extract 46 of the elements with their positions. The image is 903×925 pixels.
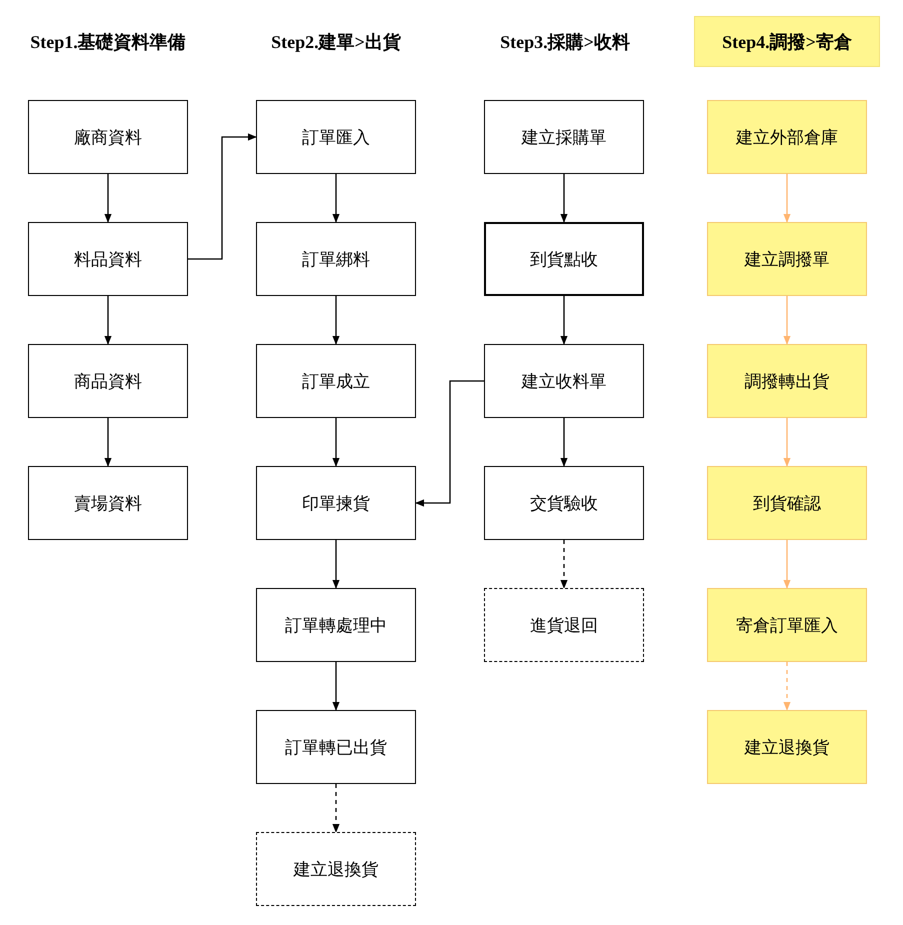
process-box: 賣場資料 (28, 466, 188, 540)
process-box: 訂單匯入 (256, 100, 416, 174)
process-box: 訂單成立 (256, 344, 416, 418)
arrow (188, 133, 257, 260)
column-heading: Step1.基礎資料準備 (30, 31, 186, 54)
arrow (415, 380, 484, 507)
arrow (332, 784, 340, 833)
process-box: 調撥轉出貨 (707, 344, 867, 418)
process-box: 進貨退回 (484, 588, 644, 662)
process-box: 寄倉訂單匯入 (707, 588, 867, 662)
arrow (560, 296, 568, 345)
arrow (783, 296, 791, 345)
process-box: 建立退換貨 (256, 832, 416, 906)
arrow (104, 418, 112, 467)
arrow (332, 662, 340, 711)
process-box: 到貨點收 (484, 222, 644, 296)
process-box: 建立調撥單 (707, 222, 867, 296)
process-box: 建立採購單 (484, 100, 644, 174)
arrow (783, 662, 791, 711)
process-box: 建立收料單 (484, 344, 644, 418)
process-box: 印單揀貨 (256, 466, 416, 540)
process-box: 料品資料 (28, 222, 188, 296)
process-box: 建立外部倉庫 (707, 100, 867, 174)
arrow (783, 418, 791, 467)
arrow (560, 174, 568, 223)
arrow (560, 540, 568, 589)
process-box: 建立退換貨 (707, 710, 867, 784)
column-heading: Step3.採購>收料 (500, 31, 630, 54)
arrow (104, 174, 112, 223)
process-box: 商品資料 (28, 344, 188, 418)
arrow (783, 174, 791, 223)
arrow (560, 418, 568, 467)
column-heading: Step4.調撥>寄倉 (694, 16, 880, 67)
process-box: 廠商資料 (28, 100, 188, 174)
column-heading: Step2.建單>出貨 (271, 31, 401, 54)
process-box: 到貨確認 (707, 466, 867, 540)
process-box: 訂單轉已出貨 (256, 710, 416, 784)
arrow (332, 296, 340, 345)
arrow (332, 418, 340, 467)
process-box: 交貨驗收 (484, 466, 644, 540)
process-box: 訂單綁料 (256, 222, 416, 296)
process-box: 訂單轉處理中 (256, 588, 416, 662)
arrow (332, 174, 340, 223)
arrow (783, 540, 791, 589)
arrow (332, 540, 340, 589)
arrow (104, 296, 112, 345)
